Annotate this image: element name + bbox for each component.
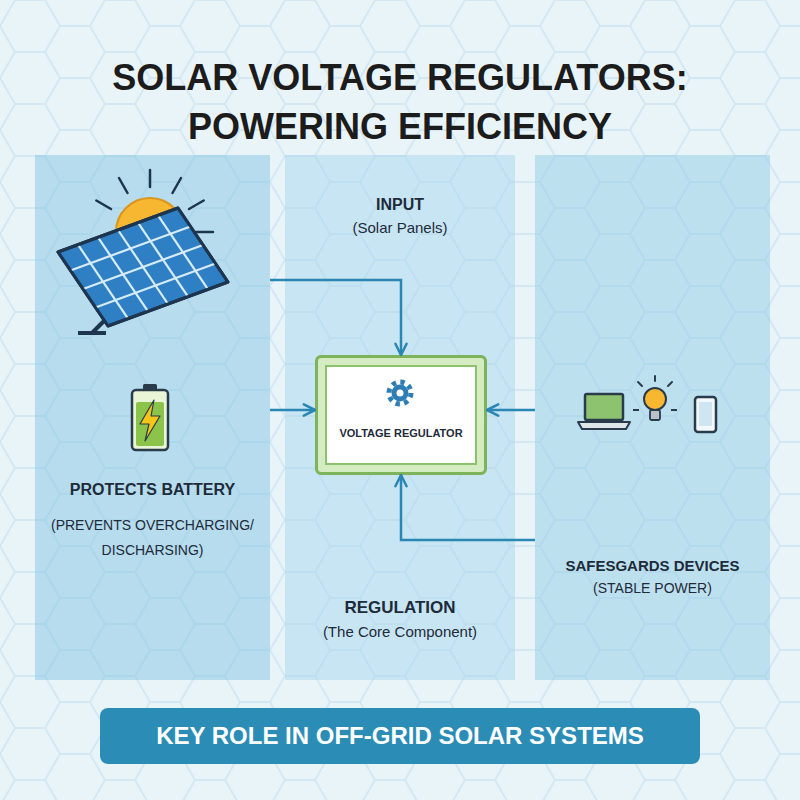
laptop-base <box>578 422 630 429</box>
devices-icon <box>578 376 716 432</box>
panel-stand <box>92 300 125 333</box>
banner-box: KEY ROLE IN OFF-GRID SOLAR SYSTEMS <box>100 708 700 764</box>
bulb-base <box>650 410 660 420</box>
sun-ray <box>189 201 204 210</box>
band-note: (The Core Component) <box>285 622 515 642</box>
lightning-bolt <box>140 400 160 441</box>
battery-terminal <box>143 384 157 391</box>
bulb-glass <box>644 388 666 410</box>
band-heading: PROTECTS BATTERY <box>35 480 270 500</box>
panel-grid <box>98 237 148 311</box>
phone-screen <box>699 402 712 426</box>
panel-grid <box>118 230 168 304</box>
gear-teeth <box>389 382 411 404</box>
battery-icon <box>132 384 168 450</box>
panel-grid <box>71 227 191 271</box>
bulb-ray <box>638 382 642 386</box>
panel-outline <box>58 208 228 326</box>
band-heading: REGULATION <box>285 597 515 619</box>
panel-grid <box>158 215 208 289</box>
battery-body <box>132 390 168 450</box>
band-heading: INPUT <box>285 195 515 215</box>
laptop-screen <box>585 394 623 420</box>
battery-charge <box>136 402 164 446</box>
function-band: PROTECTS BATTERY (PREVENTS OVERCHARGING/ … <box>35 155 270 680</box>
band-note: (STABLE POWER) <box>535 578 770 598</box>
sun-disc <box>116 198 184 266</box>
sun-icon <box>96 170 213 266</box>
sun-ray <box>96 201 111 210</box>
panel-grid <box>78 245 128 319</box>
regulator-label: VOLTAGE REGULATOR <box>318 426 484 440</box>
flow-arrow <box>270 409 315 412</box>
sun-ray <box>173 178 182 193</box>
flow-arrow <box>487 409 535 412</box>
band-note: (PREVENTS OVERCHARGING/ DISCHARSING) <box>40 513 265 563</box>
panel-body <box>58 208 228 326</box>
gear-icon <box>389 382 411 404</box>
banner-text: KEY ROLE IN OFF-GRID SOLAR SYSTEMS <box>100 708 700 764</box>
flow-arrow <box>401 475 535 540</box>
gear-body <box>392 385 409 402</box>
sun-ray <box>196 231 213 234</box>
band-note: (Solar Panels) <box>285 218 515 238</box>
panel-grid <box>83 245 203 289</box>
dash-mark <box>671 409 677 411</box>
gear-hole <box>397 390 404 397</box>
sun-ray <box>119 178 128 193</box>
panel-stand <box>78 331 106 335</box>
regulator-box: VOLTAGE REGULATOR <box>315 355 487 475</box>
sun-ray <box>149 170 152 187</box>
panel-grid <box>138 223 188 297</box>
function-band: INPUT (Solar Panels) REGULATION (The Core C… <box>285 155 515 680</box>
dash-mark <box>633 409 639 411</box>
bulb-ray <box>668 382 672 386</box>
band-heading: SAFESGARDS DEVICES <box>535 556 770 576</box>
function-band: SAFESGARDS DEVICES(STABLE POWER) <box>535 155 770 680</box>
bulb-ray <box>654 376 656 381</box>
phone-body <box>695 397 716 432</box>
flow-arrow <box>270 280 401 355</box>
panel-grid <box>96 264 216 308</box>
solar-panel-icon <box>58 208 228 333</box>
diagram-title: SOLAR VOLTAGE REGULATORS: POWERING EFFIC… <box>20 53 780 151</box>
